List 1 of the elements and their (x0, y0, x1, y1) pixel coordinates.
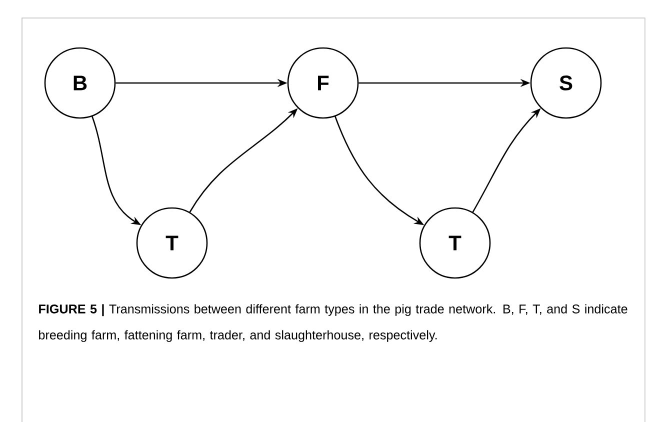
caption: FIGURE 5 | Transmissions between different farm types in the pig trade network. B, F, T, and S indicate breeding farm, fattening farm, trader, and slaughterhouse, respectively. (39, 304, 628, 342)
